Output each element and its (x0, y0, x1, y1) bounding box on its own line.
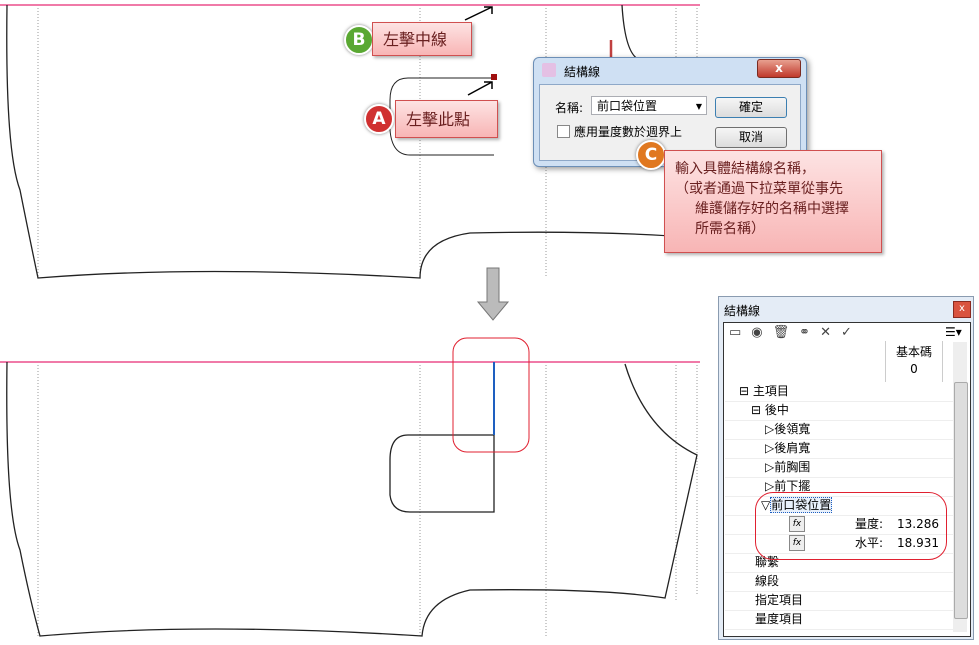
highlight-outline (755, 492, 947, 560)
tree-item[interactable]: ▷後肩寬 (725, 439, 953, 459)
tree-item[interactable]: ▷前下擺 (725, 477, 953, 497)
tree: ⊟ 主項目 ⊟ 後中 ▷後領寬 ▷後肩寬 ▷前胸围 ▷前下擺 ▽前口袋位置 fx… (725, 382, 953, 632)
callout-c-line: 維護儲存好的名稱中選擇 (695, 201, 849, 217)
highlight-outline (452, 337, 530, 453)
panel-title: 結構線 (724, 304, 761, 318)
tree-item[interactable]: ▷後領寬 (725, 420, 953, 440)
panel-close-button[interactable]: x (953, 301, 971, 318)
list-icon[interactable]: ▭ (729, 325, 752, 340)
check-icon[interactable]: ✓ (840, 325, 862, 340)
callout-c-line: 所需名稱） (695, 221, 765, 237)
structure-line-dialog: 結構線 x 名稱: 前口袋位置 ▼ 應用量度數於週界上 確定 取消 (533, 57, 807, 167)
tree-item-main[interactable]: ⊟ 主項目 (725, 382, 953, 402)
tree-item[interactable]: 量度項目 (725, 610, 953, 630)
eye-icon[interactable]: ◉ (751, 325, 773, 340)
callout-c: 輸入具體結構線名稱， （或者通過下拉菜單從事先 維護儲存好的名稱中選擇 所需名稱… (664, 150, 882, 253)
link-icon[interactable]: ⚭ (799, 325, 821, 340)
badge-a: A (364, 104, 394, 134)
fx-button[interactable]: fx (789, 535, 805, 551)
name-label: 名稱: (555, 101, 584, 115)
dialog-title: 結構線 (564, 65, 601, 79)
cancel-button[interactable]: 取消 (715, 127, 787, 148)
scrollbar[interactable] (953, 342, 968, 632)
callout-a: 左擊此點 (395, 100, 498, 138)
callout-c-line: 輸入具體結構線名稱， (675, 161, 815, 177)
close-button[interactable]: x (757, 59, 801, 78)
tree-item[interactable]: 線段 (725, 572, 953, 592)
apply-checkbox[interactable] (557, 125, 570, 138)
badge-b: B (344, 25, 374, 55)
callout-b: 左擊中線 (372, 22, 472, 56)
app-icon (542, 63, 556, 77)
tree-item[interactable]: 指定項目 (725, 591, 953, 611)
tree-item[interactable]: ▷前胸围 (725, 458, 953, 478)
name-value: 前口袋位置 (597, 99, 658, 113)
callout-c-line: （或者通過下拉菜單從事先 (675, 181, 843, 197)
tree-item-back-center[interactable]: ⊟ 後中 (725, 401, 953, 421)
tree-item[interactable]: 聯繫 (725, 553, 953, 573)
ok-button[interactable]: 確定 (715, 97, 787, 118)
delete-icon[interactable]: ✕ (820, 325, 841, 340)
menu-icon[interactable]: ☰▾ (945, 325, 962, 339)
chevron-down-icon: ▼ (695, 102, 702, 111)
name-combobox[interactable]: 前口袋位置 ▼ (591, 96, 707, 115)
trash-icon[interactable]: 🗑 (772, 325, 800, 340)
badge-c: C (636, 140, 666, 170)
fx-button[interactable]: fx (789, 516, 805, 532)
checkbox-label: 應用量度數於週界上 (574, 125, 683, 139)
big-arrow-down-icon (476, 267, 510, 321)
